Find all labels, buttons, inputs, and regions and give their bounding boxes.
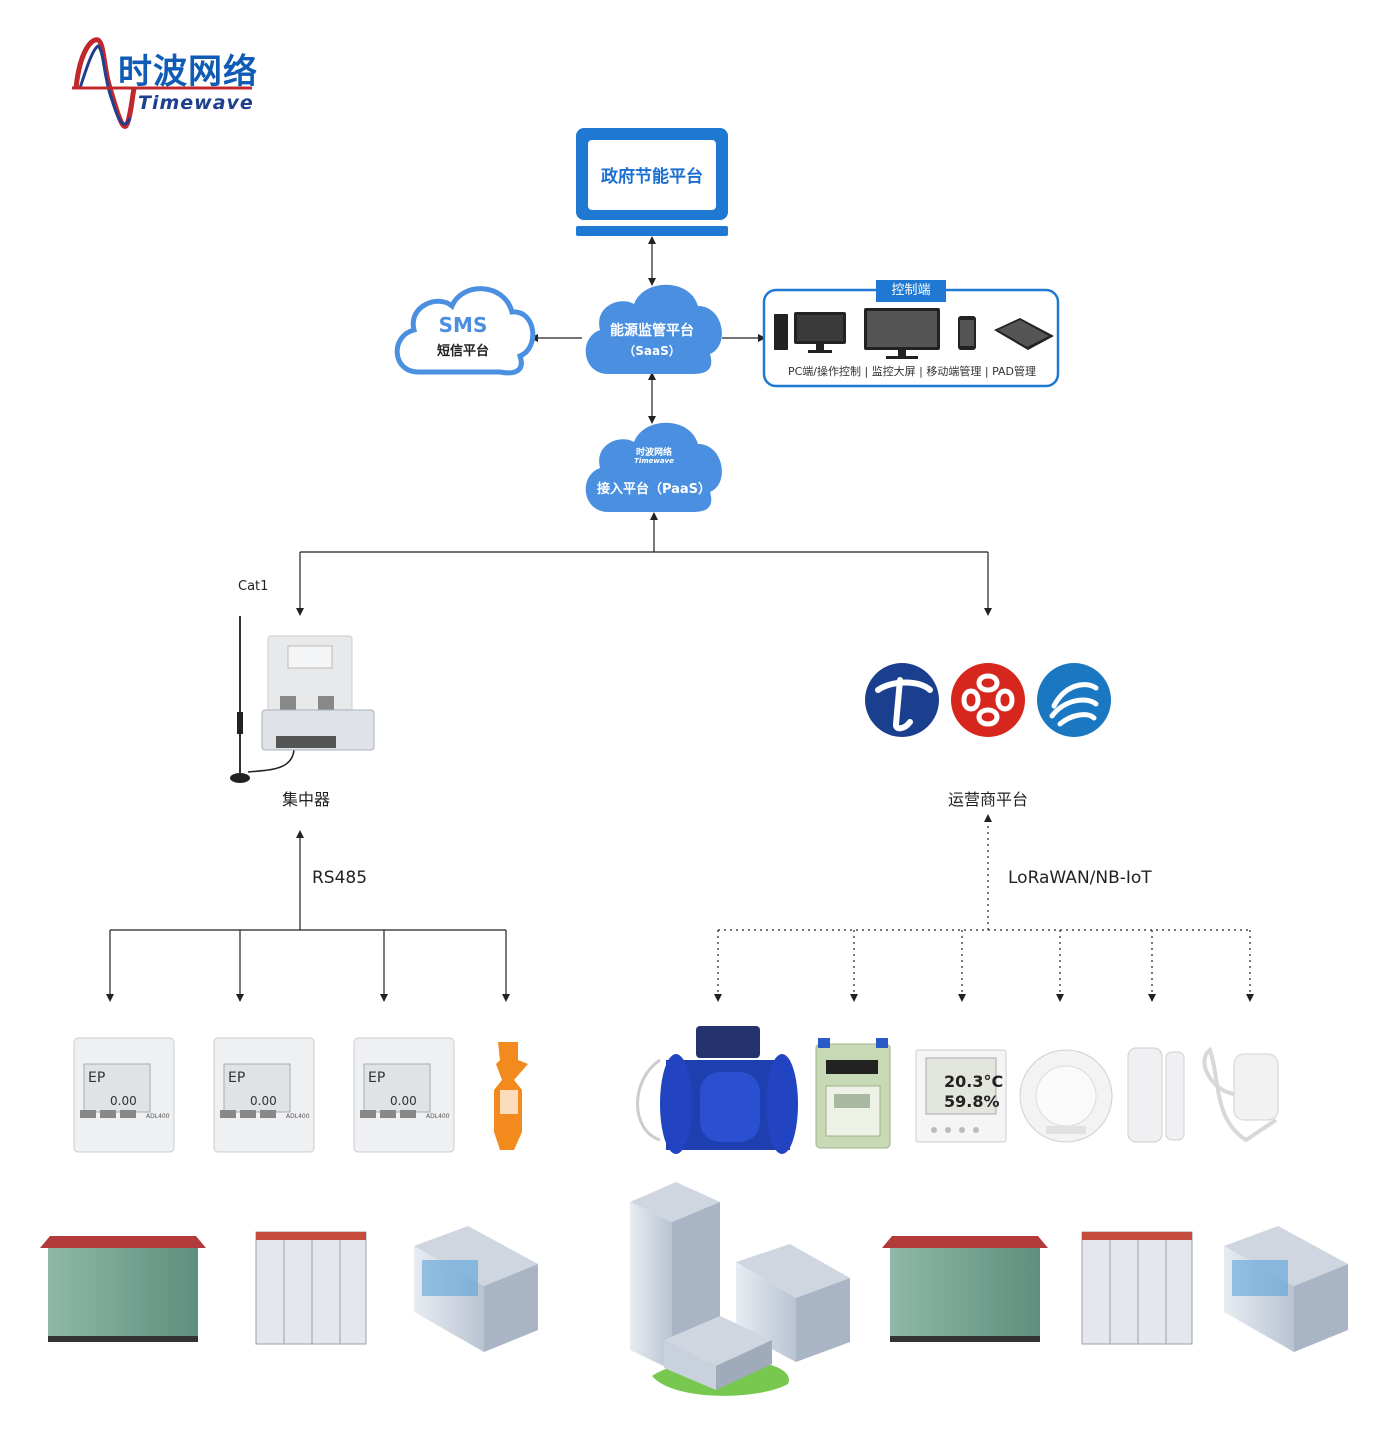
concentrator-icon [261,635,375,751]
control-panel-title: 控制端 [876,280,946,302]
sms-cloud-icon [394,286,536,376]
logo-en-text: Timewave [138,92,254,114]
rs485-label: RS485 [312,868,368,888]
office-building-icon [414,1226,538,1352]
meter-screen-text: EP [88,1070,106,1086]
meter-value-text: 0.00 [110,1094,137,1108]
control-panel-caption: PC端/操作控制 | 监控大屏 | 移动端管理 | PAD管理 [787,365,1037,378]
smoke-detector-icon [1019,1049,1113,1143]
carrier-platform-label: 运营商平台 [948,790,1029,809]
saas-cloud-icon [585,284,722,374]
din-rail-meter-icon [73,1037,175,1153]
concentrator-label: 集中器 [282,790,331,809]
logo-cn-text: 时波网络 [118,52,258,92]
temp-humidity-sensor-icon [915,1049,1007,1143]
china-mobile-icon [1037,663,1111,737]
door-sensor-icon [1127,1047,1185,1143]
big-screen-icon [864,308,940,359]
lcd-temperature: 20.3°C [944,1072,1004,1091]
meter-model-text: ADL400 [286,1113,310,1120]
paas-title: 接入平台（PaaS） [596,482,712,497]
orange-sensor-icon [494,1042,528,1150]
sms-subtitle: 短信平台 [436,344,489,359]
din-rail-meter-icon [353,1037,455,1153]
din-rail-meter-icon [213,1037,315,1153]
sms-title: SMS [438,313,488,337]
tablet-icon [994,318,1054,350]
meter-value-text: 0.00 [250,1094,277,1108]
pc-tower-icon [774,314,788,350]
substation-icon [882,1236,1048,1342]
paas-logo-en: Timewave [634,457,674,465]
laptop-icon [576,128,728,236]
switchgear-icon [1081,1231,1193,1345]
government-platform-label: 政府节能平台 [601,167,703,187]
phone-icon [958,316,976,350]
saas-title: 能源监管平台 [610,323,694,339]
office-building-icon [1224,1226,1348,1352]
meter-value-text: 0.00 [390,1094,417,1108]
gas-meter-icon [815,1038,891,1149]
lorawan-nbiot-label: LoRaWAN/NB-IoT [1008,868,1152,888]
wireless-connectors [714,814,1254,1002]
meter-screen-text: EP [228,1070,246,1086]
meter-model-text: ADL400 [426,1113,450,1120]
china-telecom-icon [865,663,939,737]
paas-logo-cn: 时波网络 [635,448,672,458]
china-unicom-icon [951,663,1025,737]
meter-screen-text: EP [368,1070,386,1086]
meter-model-text: ADL400 [146,1113,170,1120]
substation-icon [40,1236,206,1342]
monitor-icon [794,312,846,353]
antenna-label: Cat1 [238,579,269,594]
water-meter-icon [636,1026,798,1154]
campus-icon [630,1182,850,1396]
connectors [106,236,992,1002]
lcd-humidity: 59.8% [944,1092,1000,1111]
paas-cloud-icon [585,422,722,512]
timewave-logo [72,37,252,129]
saas-subtitle: （SaaS） [623,344,681,358]
switchgear-icon [255,1231,367,1345]
antenna-icon [230,616,295,783]
water-leak-sensor-icon [1202,1046,1279,1143]
